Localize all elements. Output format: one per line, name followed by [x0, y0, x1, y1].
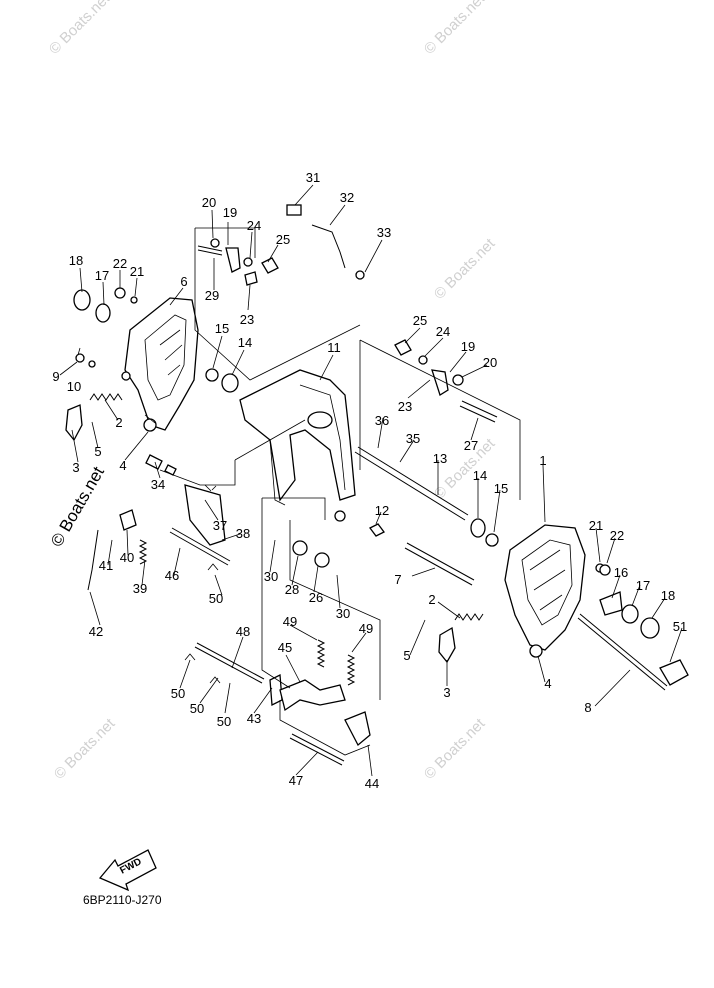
part-label-30: 30	[336, 606, 350, 621]
part-label-3: 3	[443, 685, 450, 700]
part-label-48: 48	[236, 624, 250, 639]
part-label-8: 8	[584, 700, 591, 715]
part-label-14: 14	[473, 468, 487, 483]
part-label-49: 49	[283, 614, 297, 629]
part-label-27: 27	[464, 438, 478, 453]
part-label-17: 17	[95, 268, 109, 283]
part-label-16: 16	[614, 565, 628, 580]
part-label-4: 4	[544, 676, 551, 691]
part-label-35: 35	[406, 431, 420, 446]
part-label-50: 50	[190, 701, 204, 716]
part-label-10: 10	[67, 379, 81, 394]
part-label-37: 37	[213, 518, 227, 533]
part-label-31: 31	[306, 170, 320, 185]
part-label-23: 23	[240, 312, 254, 327]
part-label-1: 1	[539, 453, 546, 468]
watermark-2: © Boats.net	[421, 0, 489, 58]
part-label-50: 50	[209, 591, 223, 606]
part-label-24: 24	[436, 324, 450, 339]
part-label-50: 50	[217, 714, 231, 729]
part-label-47: 47	[289, 773, 303, 788]
part-label-42: 42	[89, 624, 103, 639]
part-label-29: 29	[205, 288, 219, 303]
part-label-44: 44	[365, 776, 379, 791]
part-label-14: 14	[238, 335, 252, 350]
part-label-25: 25	[276, 232, 290, 247]
part-label-50: 50	[171, 686, 185, 701]
part-label-7: 7	[394, 572, 401, 587]
part-label-9: 9	[52, 369, 59, 384]
part-label-41: 41	[99, 558, 113, 573]
part-label-19: 19	[461, 339, 475, 354]
part-label-38: 38	[236, 526, 250, 541]
part-label-18: 18	[69, 253, 83, 268]
part-label-2: 2	[115, 415, 122, 430]
watermark-3: © Boats.net	[431, 235, 499, 303]
part-label-34: 34	[151, 477, 165, 492]
watermark-1: © Boats.net	[46, 0, 114, 58]
part-label-51: 51	[673, 619, 687, 634]
part-label-46: 46	[165, 568, 179, 583]
part-label-32: 32	[340, 190, 354, 205]
part-label-21: 21	[589, 518, 603, 533]
part-label-36: 36	[375, 413, 389, 428]
part-label-3: 3	[72, 460, 79, 475]
part-label-22: 22	[610, 528, 624, 543]
part-label-26: 26	[309, 590, 323, 605]
small-parts	[65, 204, 689, 747]
part-label-18: 18	[661, 588, 675, 603]
part-label-13: 13	[433, 451, 447, 466]
part-label-2: 2	[428, 592, 435, 607]
right-clamp-bracket	[504, 524, 586, 658]
part-label-30: 30	[264, 569, 278, 584]
part-label-11: 11	[327, 340, 341, 355]
part-label-12: 12	[375, 503, 389, 518]
part-label-33: 33	[377, 225, 391, 240]
part-label-4: 4	[119, 458, 126, 473]
part-label-40: 40	[120, 550, 134, 565]
part-label-43: 43	[247, 711, 261, 726]
springs	[89, 393, 484, 686]
shafts	[169, 245, 668, 766]
part-label-20: 20	[483, 355, 497, 370]
watermark-5: © Boats.net	[51, 715, 119, 783]
fwd-arrow-icon: FWD	[98, 849, 157, 892]
part-label-6: 6	[180, 274, 187, 289]
part-label-22: 22	[113, 256, 127, 271]
part-label-49: 49	[359, 621, 373, 636]
leader-lines	[59, 184, 683, 777]
watermark-main: © Boats.net	[47, 463, 108, 550]
part-label-15: 15	[494, 481, 508, 496]
left-clamp-bracket	[121, 297, 199, 432]
part-label-21: 21	[130, 264, 144, 279]
part-label-20: 20	[202, 195, 216, 210]
part-label-28: 28	[285, 582, 299, 597]
part-label-39: 39	[133, 581, 147, 596]
part-label-23: 23	[398, 399, 412, 414]
watermark-6: © Boats.net	[421, 715, 489, 783]
part-label-15: 15	[215, 321, 229, 336]
part-label-24: 24	[247, 218, 261, 233]
part-label-5: 5	[403, 648, 410, 663]
part-label-17: 17	[636, 578, 650, 593]
diagram-code: 6BP2110-J270	[83, 893, 162, 907]
part-label-19: 19	[223, 205, 237, 220]
leader-outlines	[159, 227, 521, 756]
swivel-bracket	[239, 369, 356, 506]
part-label-5: 5	[94, 444, 101, 459]
part-label-25: 25	[413, 313, 427, 328]
part-label-45: 45	[278, 640, 292, 655]
